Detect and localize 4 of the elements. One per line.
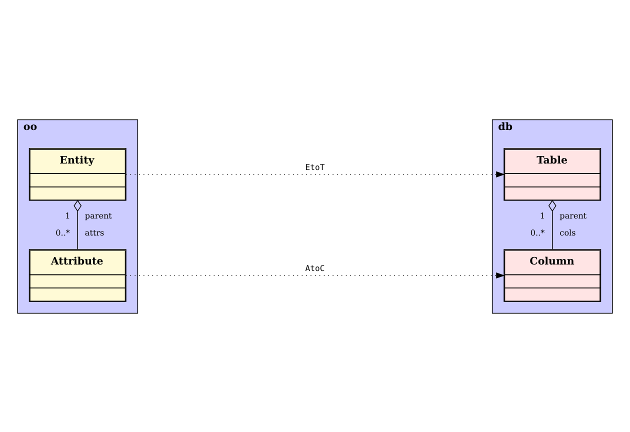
arrow [126, 170, 505, 177]
connector [548, 199, 556, 250]
connector [74, 199, 82, 250]
arrow [126, 272, 505, 278]
